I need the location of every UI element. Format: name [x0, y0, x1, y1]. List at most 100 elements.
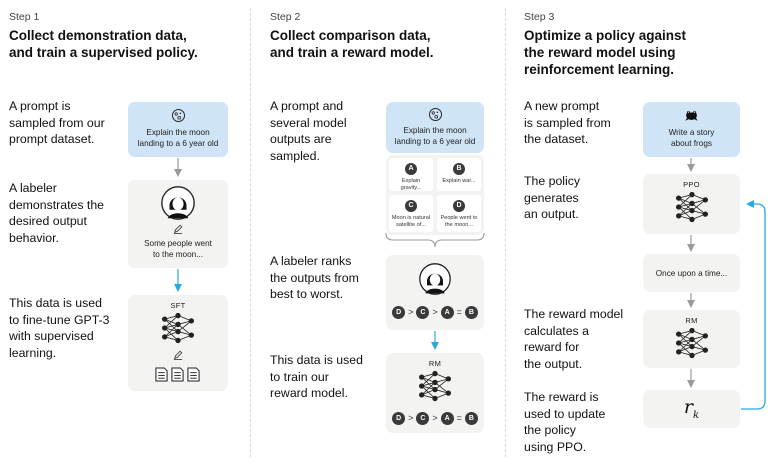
step-3-output-box: Once upon a time...	[643, 254, 740, 292]
output-letter: A	[405, 163, 417, 175]
output-letter: C	[405, 200, 417, 212]
output-text: Explain gravity...	[400, 178, 422, 191]
step-1-label: Step 1	[9, 11, 40, 23]
desc-line: reward model.	[270, 386, 348, 400]
step-2-outputs-box: A Explain gravity... B Explain war... C …	[386, 155, 484, 235]
step-3-desc-policy: The policy generates an output.	[524, 173, 580, 223]
prompt-line: Write a story	[668, 128, 715, 137]
step-2-prompt-text: Explain the moon landing to a 6 year old	[386, 125, 484, 147]
step-3-prompt-text: Write a story about frogs	[643, 127, 740, 149]
desc-line: A labeler ranks	[270, 254, 352, 268]
feedback-loop-arrow	[741, 200, 766, 410]
rank-item: B	[464, 305, 478, 319]
prompt-line: Explain the moon	[403, 126, 467, 135]
desc-line: behavior.	[9, 230, 59, 245]
rank-operator: =	[456, 413, 462, 423]
output-card-a: A Explain gravity...	[389, 158, 433, 191]
step-1-prompt-box: Explain the moon landing to a 6 year old	[128, 102, 228, 157]
desc-line: A prompt is	[9, 99, 71, 113]
desc-line: desired output	[9, 214, 87, 228]
desc-line: This data is used	[270, 353, 363, 367]
desc-line: an output.	[524, 207, 579, 221]
rank-item: C	[416, 305, 430, 319]
step-1-demo-text: Some people went to the moon...	[128, 238, 228, 260]
rank-operator: >	[408, 413, 414, 423]
desc-line: used to update	[524, 406, 606, 421]
step-3-desc-prompt: A new prompt is sampled from the dataset…	[524, 98, 611, 148]
rank-item: D	[392, 305, 406, 319]
rank-item: C	[416, 411, 430, 425]
desc-line: calculates a	[524, 323, 589, 338]
desc-line: A new prompt	[524, 99, 600, 113]
rank-item: A	[440, 305, 454, 319]
step-3-reward-box: rk	[643, 390, 740, 428]
rank-item: D	[392, 411, 406, 425]
rank-item: A	[440, 411, 454, 425]
step-3-output-text: Once upon a time...	[655, 269, 728, 278]
outputs-bracket	[385, 232, 485, 248]
reward-value: rk	[643, 396, 740, 421]
desc-line: A labeler	[9, 181, 57, 195]
step-1-sft-box: SFT	[128, 295, 228, 391]
step-1-desc-finetune: This data is used to fine-tune GPT-3 wit…	[9, 295, 109, 361]
rank-operator: >	[432, 413, 438, 423]
rank-operator: >	[432, 307, 438, 317]
desc-line: learning.	[9, 345, 57, 360]
step-2-desc-ranking: A labeler ranks the outputs from best to…	[270, 253, 359, 303]
step-2-rm-box: RM D>C>A=B	[386, 353, 484, 433]
demo-line: Some people went	[144, 239, 212, 248]
rm-label: RM	[428, 359, 442, 368]
desc-line: The reward is	[524, 390, 599, 404]
prompt-line: landing to a 6 year old	[394, 137, 476, 146]
desc-line: best to worst.	[270, 287, 344, 301]
rank-operator: >	[408, 307, 414, 317]
desc-line: with supervised	[9, 329, 94, 343]
step-1-desc-prompt: A prompt is sampled from our prompt data…	[9, 98, 105, 148]
output-text-line: the moon...	[445, 222, 473, 228]
desc-line: reward for	[524, 340, 580, 354]
step-3-label: Step 3	[524, 11, 555, 23]
output-text-line: Moon is natural	[391, 215, 431, 221]
step-1-title-line2: and train a supervised policy.	[9, 45, 198, 60]
desc-line: the policy	[524, 423, 576, 437]
desc-line: prompt dataset.	[9, 132, 95, 146]
step-1-labeler-box: Some people went to the moon...	[128, 180, 228, 268]
step-1-title-line1: Collect demonstration data,	[9, 28, 187, 43]
desc-line: sampled.	[270, 148, 320, 163]
desc-line: the output.	[524, 356, 583, 371]
output-text-line: satellite of...	[396, 222, 426, 228]
prompt-line: Explain the moon	[146, 128, 210, 137]
output-text-line: People went to	[440, 215, 478, 221]
column-divider-1	[250, 8, 251, 457]
step-2-desc-train-rm: This data is used to train our reward mo…	[270, 352, 363, 402]
column-divider-2	[505, 8, 506, 457]
step-2-title-line2: and train a reward model.	[270, 45, 434, 60]
prompt-line: landing to a 6 year old	[137, 139, 219, 148]
step-3-policy-box: PPO	[643, 174, 740, 234]
desc-line: the dataset.	[524, 132, 589, 146]
step-3-title-line2: the reward model using	[524, 45, 676, 60]
step-2-labeler-box: D>C>A=B	[386, 255, 484, 330]
step-1-desc-labeler: A labeler demonstrates the desired outpu…	[9, 180, 104, 246]
desc-line: outputs are	[270, 132, 332, 146]
reward-subscript: k	[693, 409, 700, 421]
step-1-prompt-text: Explain the moon landing to a 6 year old	[128, 127, 228, 149]
step-3-title-line3: reinforcement learning.	[524, 62, 675, 77]
step-3-prompt-box: Write a story about frogs	[643, 102, 740, 157]
desc-line: A prompt and	[270, 99, 344, 113]
rm-label: RM	[685, 316, 698, 325]
desc-line: is sampled from	[524, 115, 611, 130]
output-text: People went to the moon...	[439, 215, 479, 229]
output-text: Moon is natural satellite of...	[391, 215, 431, 229]
desc-line: the outputs from	[270, 270, 359, 285]
step-1-title: Collect demonstration data, and train a …	[9, 27, 198, 61]
step-3-rm-box: RM	[643, 310, 740, 368]
prompt-line: about frogs	[671, 139, 712, 148]
ranking-row: D>C>A=B	[386, 411, 484, 425]
step-2-prompt-box: Explain the moon landing to a 6 year old	[386, 102, 484, 153]
desc-line: generates	[524, 190, 579, 205]
rank-operator: =	[456, 307, 462, 317]
desc-line: using PPO.	[524, 439, 587, 454]
sft-label: SFT	[170, 301, 186, 310]
